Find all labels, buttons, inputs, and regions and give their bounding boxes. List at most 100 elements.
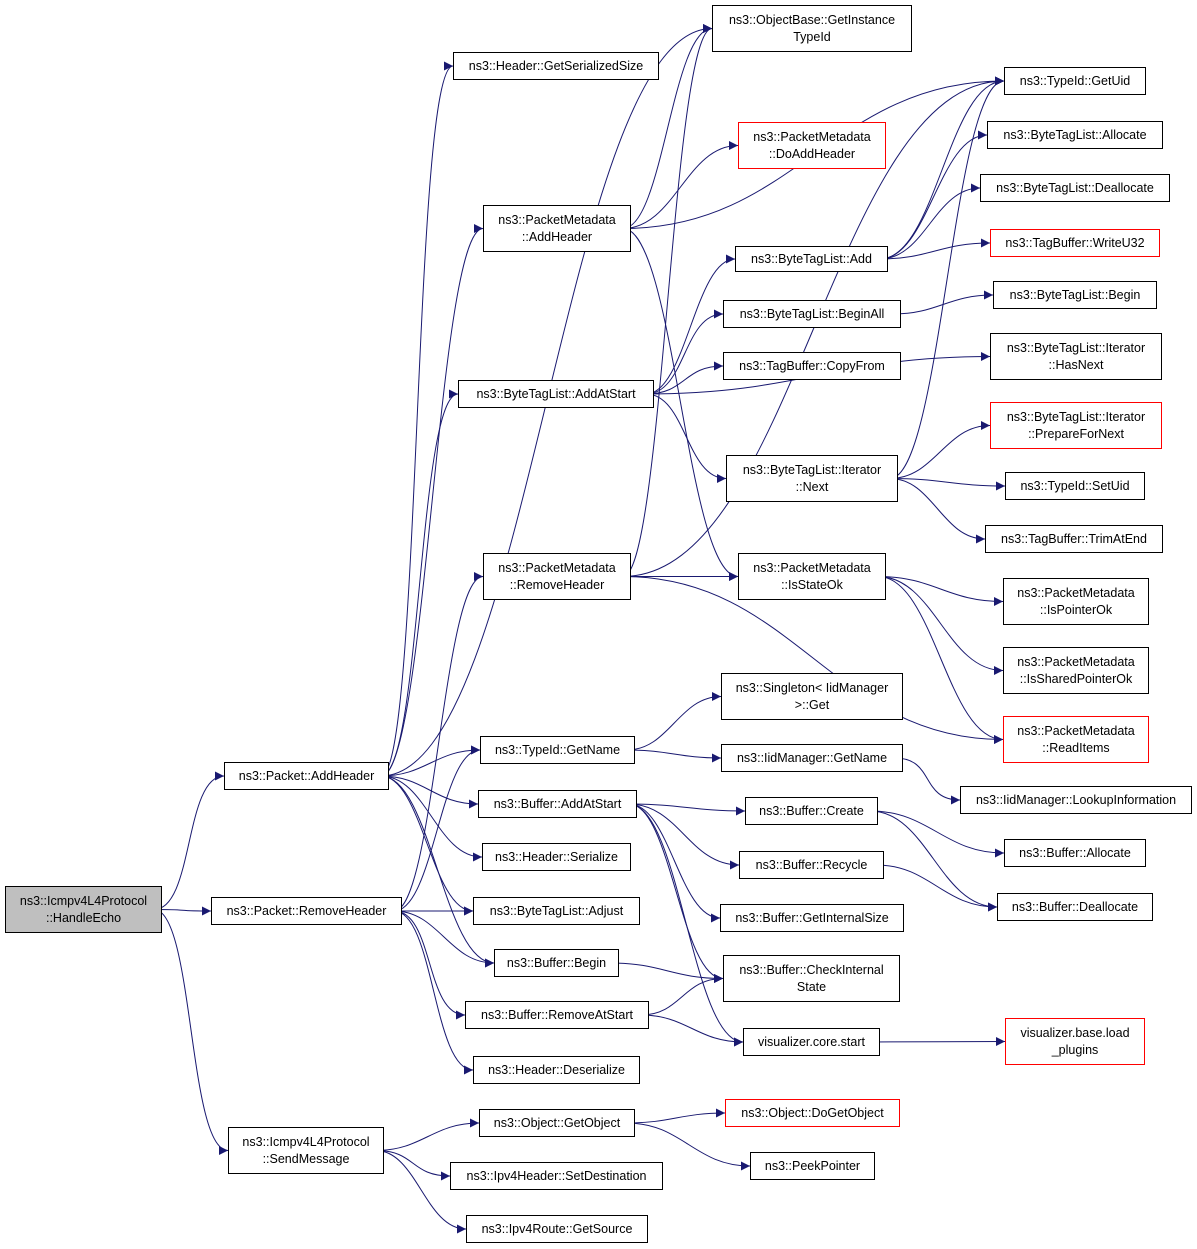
edge-pm-addheader-to-pm-isstateok [622, 228, 739, 581]
node-typeid-getname[interactable]: ns3::TypeId::GetName [480, 736, 635, 764]
edge-btl-add-to-btl-allocate [879, 130, 988, 260]
node-btl-begin[interactable]: ns3::ByteTagList::Begin [993, 281, 1157, 309]
edge-sendmessage-to-ipv4header-setdestination [375, 1150, 451, 1181]
node-pm-addheader[interactable]: ns3::PacketMetadata::AddHeader [483, 205, 631, 252]
edge-visualizer-core-start-to-visualizer-base-load-plugins [871, 1037, 1006, 1047]
node-iidmanager-lookupinformation[interactable]: ns3::IidManager::LookupInformation [960, 786, 1192, 814]
node-buffer-addatstart[interactable]: ns3::Buffer::AddAtStart [478, 790, 637, 818]
node-header-deserialize[interactable]: ns3::Header::Deserialize [473, 1056, 640, 1084]
node-packet-addheader[interactable]: ns3::Packet::AddHeader [224, 762, 389, 790]
node-label-line: ::DoAddHeader [768, 146, 856, 161]
edge-object-getobject-to-peekpointer [626, 1122, 751, 1171]
node-label-line: ns3::Buffer::Create [759, 803, 864, 818]
node-label-line: ns3::PacketMetadata [1017, 654, 1135, 669]
node-label-line: ns3::IidManager::LookupInformation [975, 792, 1177, 807]
node-visualizer-core-start[interactable]: visualizer.core.start [743, 1028, 880, 1056]
node-label-line: visualizer.core.start [758, 1034, 865, 1049]
edge-layer [153, 24, 1006, 1234]
node-pm-isstateok[interactable]: ns3::PacketMetadata::IsStateOk [738, 553, 886, 600]
node-btl-add[interactable]: ns3::ByteTagList::Add [735, 246, 888, 272]
node-buffer-removeatstart[interactable]: ns3::Buffer::RemoveAtStart [465, 1001, 649, 1029]
node-label-line: ns3::PacketMetadata [1017, 585, 1135, 600]
edge-btl-addatstart-to-tagbuffer-copyfrom [645, 361, 724, 395]
edge-packet-addheader-to-buffer-begin [380, 775, 495, 968]
node-pm-doaddheader[interactable]: ns3::PacketMetadata::DoAddHeader [738, 122, 886, 169]
node-label-line: ns3::PeekPointer [764, 1158, 861, 1173]
node-btl-deallocate[interactable]: ns3::ByteTagList::Deallocate [980, 174, 1170, 202]
node-sendmessage[interactable]: ns3::Icmpv4L4Protocol::SendMessage [228, 1127, 384, 1174]
node-label-line: State [796, 979, 827, 994]
node-buffer-create[interactable]: ns3::Buffer::Create [745, 797, 878, 825]
node-pm-issharedpointerok[interactable]: ns3::PacketMetadata::IsSharedPointerOk [1003, 647, 1149, 694]
node-btl-beginall[interactable]: ns3::ByteTagList::BeginAll [723, 300, 901, 328]
node-label-line: ns3::Ipv4Route::GetSource [481, 1221, 633, 1236]
edge-buffer-create-to-buffer-deallocate [869, 810, 998, 912]
edge-buffer-removeatstart-to-buffer-checkinternalstate [640, 974, 724, 1016]
edge-pm-removeheader-to-typeid-getuid [622, 76, 1005, 577]
edge-buffer-create-to-buffer-allocate [869, 810, 1005, 858]
node-object-getobject[interactable]: ns3::Object::GetObject [479, 1109, 635, 1137]
edge-pm-isstateok-to-pm-readitems [877, 576, 1004, 744]
node-packet-removeheader[interactable]: ns3::Packet::RemoveHeader [211, 897, 402, 925]
node-label-line: ns3::Buffer::AddAtStart [493, 796, 622, 811]
edge-handle-echo-to-packet-removeheader [153, 906, 212, 916]
edge-pm-isstateok-to-pm-ispointerok [877, 576, 1004, 606]
node-ipv4header-setdestination[interactable]: ns3::Ipv4Header::SetDestination [450, 1162, 663, 1190]
node-btl-adjust[interactable]: ns3::ByteTagList::Adjust [473, 897, 640, 925]
node-header-getserializedsize[interactable]: ns3::Header::GetSerializedSize [453, 52, 659, 80]
node-label-line: ns3::ByteTagList::Iterator [1006, 409, 1146, 424]
node-visualizer-base-load-plugins[interactable]: visualizer.base.load_plugins [1005, 1018, 1145, 1065]
node-buffer-deallocate[interactable]: ns3::Buffer::Deallocate [997, 893, 1153, 921]
node-pm-ispointerok[interactable]: ns3::PacketMetadata::IsPointerOk [1003, 578, 1149, 625]
node-label-line: ns3::ByteTagList::Iterator [742, 462, 882, 477]
node-ipv4route-getsource[interactable]: ns3::Ipv4Route::GetSource [466, 1215, 648, 1243]
node-btl-allocate[interactable]: ns3::ByteTagList::Allocate [987, 121, 1163, 149]
edge-handle-echo-to-sendmessage [153, 909, 229, 1155]
node-btl-iterator-next[interactable]: ns3::ByteTagList::Iterator::Next [726, 455, 898, 502]
node-label-line: ns3::TagBuffer::CopyFrom [739, 358, 885, 373]
node-btl-addatstart[interactable]: ns3::ByteTagList::AddAtStart [458, 380, 654, 408]
node-label-line: ns3::Buffer::Allocate [1019, 845, 1131, 860]
edge-btl-iterator-next-to-btl-iterator-preparefornext [889, 421, 991, 479]
node-typeid-getuid[interactable]: ns3::TypeId::GetUid [1004, 67, 1146, 95]
node-label-line: ns3::TagBuffer::TrimAtEnd [1001, 531, 1147, 546]
node-pm-readitems[interactable]: ns3::PacketMetadata::ReadItems [1003, 716, 1149, 763]
node-label-line: ns3::Object::GetObject [493, 1115, 621, 1130]
node-tagbuffer-writeu32[interactable]: ns3::TagBuffer::WriteU32 [990, 229, 1160, 257]
edge-packet-removeheader-to-typeid-getname [393, 745, 481, 912]
node-label-line: ::HasNext [1048, 357, 1104, 372]
node-label-line: ns3::Buffer::Deallocate [1011, 899, 1139, 914]
node-label-line: ns3::PacketMetadata [498, 212, 616, 227]
node-buffer-allocate[interactable]: ns3::Buffer::Allocate [1004, 839, 1146, 867]
node-btl-iterator-preparefornext[interactable]: ns3::ByteTagList::Iterator::PrepareForNe… [990, 402, 1162, 449]
edge-pm-isstateok-to-pm-issharedpointerok [877, 576, 1004, 675]
node-iidmanager-getname[interactable]: ns3::IidManager::GetName [721, 744, 903, 772]
edge-buffer-addatstart-to-visualizer-core-start [628, 803, 744, 1047]
node-header-serialize[interactable]: ns3::Header::Serialize [482, 843, 631, 871]
node-label-line: ns3::PacketMetadata [498, 560, 616, 575]
edge-object-getobject-to-object-dogetobject [626, 1108, 726, 1124]
node-label-line: ns3::IidManager::GetName [736, 750, 888, 765]
node-label-line: ns3::Buffer::GetInternalSize [735, 910, 889, 925]
edge-btl-add-to-btl-deallocate [879, 183, 981, 260]
node-object-dogetobject[interactable]: ns3::Object::DoGetObject [725, 1099, 900, 1127]
node-label-line: TypeId [793, 29, 831, 44]
node-pm-removeheader[interactable]: ns3::PacketMetadata::RemoveHeader [483, 553, 631, 600]
node-buffer-begin[interactable]: ns3::Buffer::Begin [494, 949, 619, 977]
node-peekpointer[interactable]: ns3::PeekPointer [750, 1152, 875, 1180]
node-buffer-recycle[interactable]: ns3::Buffer::Recycle [739, 851, 884, 879]
node-tagbuffer-trimatend[interactable]: ns3::TagBuffer::TrimAtEnd [985, 525, 1163, 553]
node-label-line: ns3::Header::Deserialize [488, 1062, 625, 1077]
node-typeid-setuid[interactable]: ns3::TypeId::SetUid [1005, 472, 1145, 500]
node-singleton-get[interactable]: ns3::Singleton< IidManager>::Get [721, 673, 903, 720]
node-btl-iterator-hasnext[interactable]: ns3::ByteTagList::Iterator::HasNext [990, 333, 1162, 380]
node-label-line: ns3::ByteTagList::AddAtStart [476, 386, 636, 401]
node-buffer-getinternalsize[interactable]: ns3::Buffer::GetInternalSize [720, 904, 904, 932]
node-label-line: ns3::Singleton< IidManager [735, 680, 889, 695]
edge-buffer-removeatstart-to-visualizer-core-start [640, 1014, 744, 1047]
node-label-line: ns3::Ipv4Header::SetDestination [466, 1168, 647, 1183]
node-tagbuffer-copyfrom[interactable]: ns3::TagBuffer::CopyFrom [723, 352, 901, 380]
